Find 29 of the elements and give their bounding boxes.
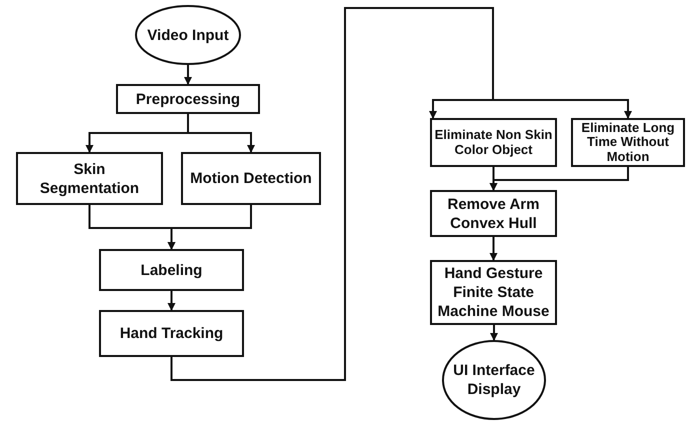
node-label: Labeling bbox=[140, 260, 204, 280]
node-label: Hand Gesture Finite State Machine Mouse bbox=[436, 264, 550, 321]
terminal-ellipse bbox=[442, 340, 546, 420]
node-label: Video Input bbox=[146, 26, 230, 44]
process-box bbox=[99, 310, 244, 357]
process-box bbox=[430, 260, 557, 325]
arrow bbox=[170, 7, 632, 381]
node-label: Remove Arm Convex Hull bbox=[446, 194, 540, 232]
process-box bbox=[116, 84, 260, 114]
process-box bbox=[16, 152, 163, 205]
process-box bbox=[430, 190, 557, 237]
node-label: Eliminate Long Time Without Motion bbox=[580, 120, 676, 164]
process-box bbox=[99, 249, 244, 291]
arrow bbox=[490, 237, 498, 261]
arrow bbox=[490, 167, 629, 191]
arrow bbox=[184, 65, 192, 85]
node-label: Hand Tracking bbox=[118, 324, 224, 343]
node-label: Preprocessing bbox=[134, 90, 242, 108]
process-box bbox=[571, 118, 685, 167]
process-box bbox=[430, 118, 557, 167]
node-label: Motion Detection bbox=[189, 169, 313, 188]
node-label: Eliminate Non Skin Color Object bbox=[434, 128, 554, 157]
node-label: Skin Segmentation bbox=[38, 160, 140, 198]
arrow bbox=[168, 291, 176, 311]
arrow bbox=[490, 325, 498, 341]
node-label: UI Interface Display bbox=[452, 361, 536, 399]
process-box bbox=[181, 152, 321, 205]
terminal-ellipse bbox=[135, 5, 241, 65]
arrow bbox=[168, 205, 252, 250]
